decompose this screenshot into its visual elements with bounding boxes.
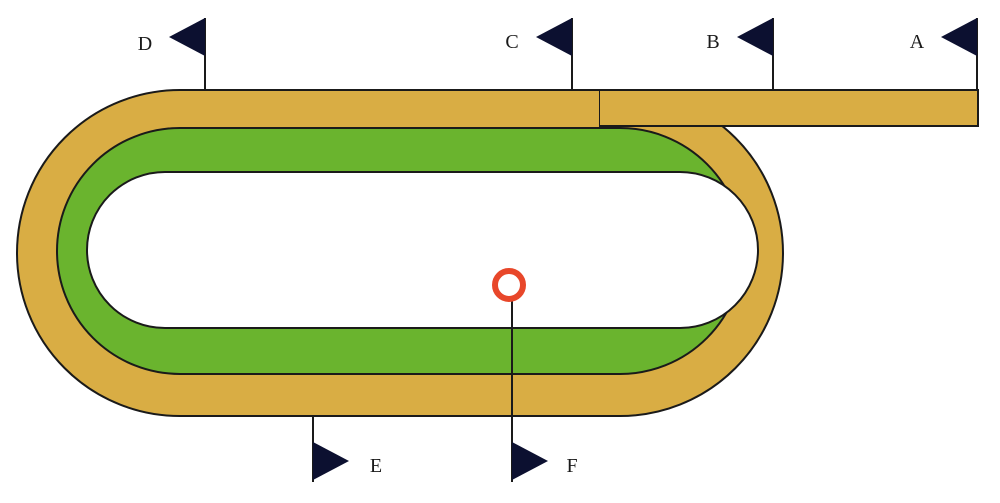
infield: [86, 171, 759, 329]
flag-label: C: [505, 31, 518, 53]
flag-label: D: [138, 33, 152, 55]
flag-f: F: [511, 416, 578, 482]
flags-group: A B C D E F: [138, 18, 978, 482]
flag-icon: [737, 18, 773, 56]
flag-label: A: [910, 31, 925, 53]
flag-label: F: [566, 455, 577, 477]
flag-icon: [512, 442, 548, 480]
flag-icon: [536, 18, 572, 56]
flag-c: C: [505, 18, 573, 90]
flag-icon: [313, 442, 349, 480]
flag-icon: [169, 18, 205, 56]
finish-marker-icon: [492, 268, 526, 302]
flag-a: A: [910, 18, 978, 90]
flag-d: D: [138, 18, 206, 90]
flag-e: E: [312, 416, 382, 482]
flag-label: B: [706, 31, 719, 53]
flag-b: B: [706, 18, 774, 90]
flag-icon: [941, 18, 977, 56]
chute-join-fill: [600, 91, 790, 125]
flag-label: E: [370, 455, 382, 477]
